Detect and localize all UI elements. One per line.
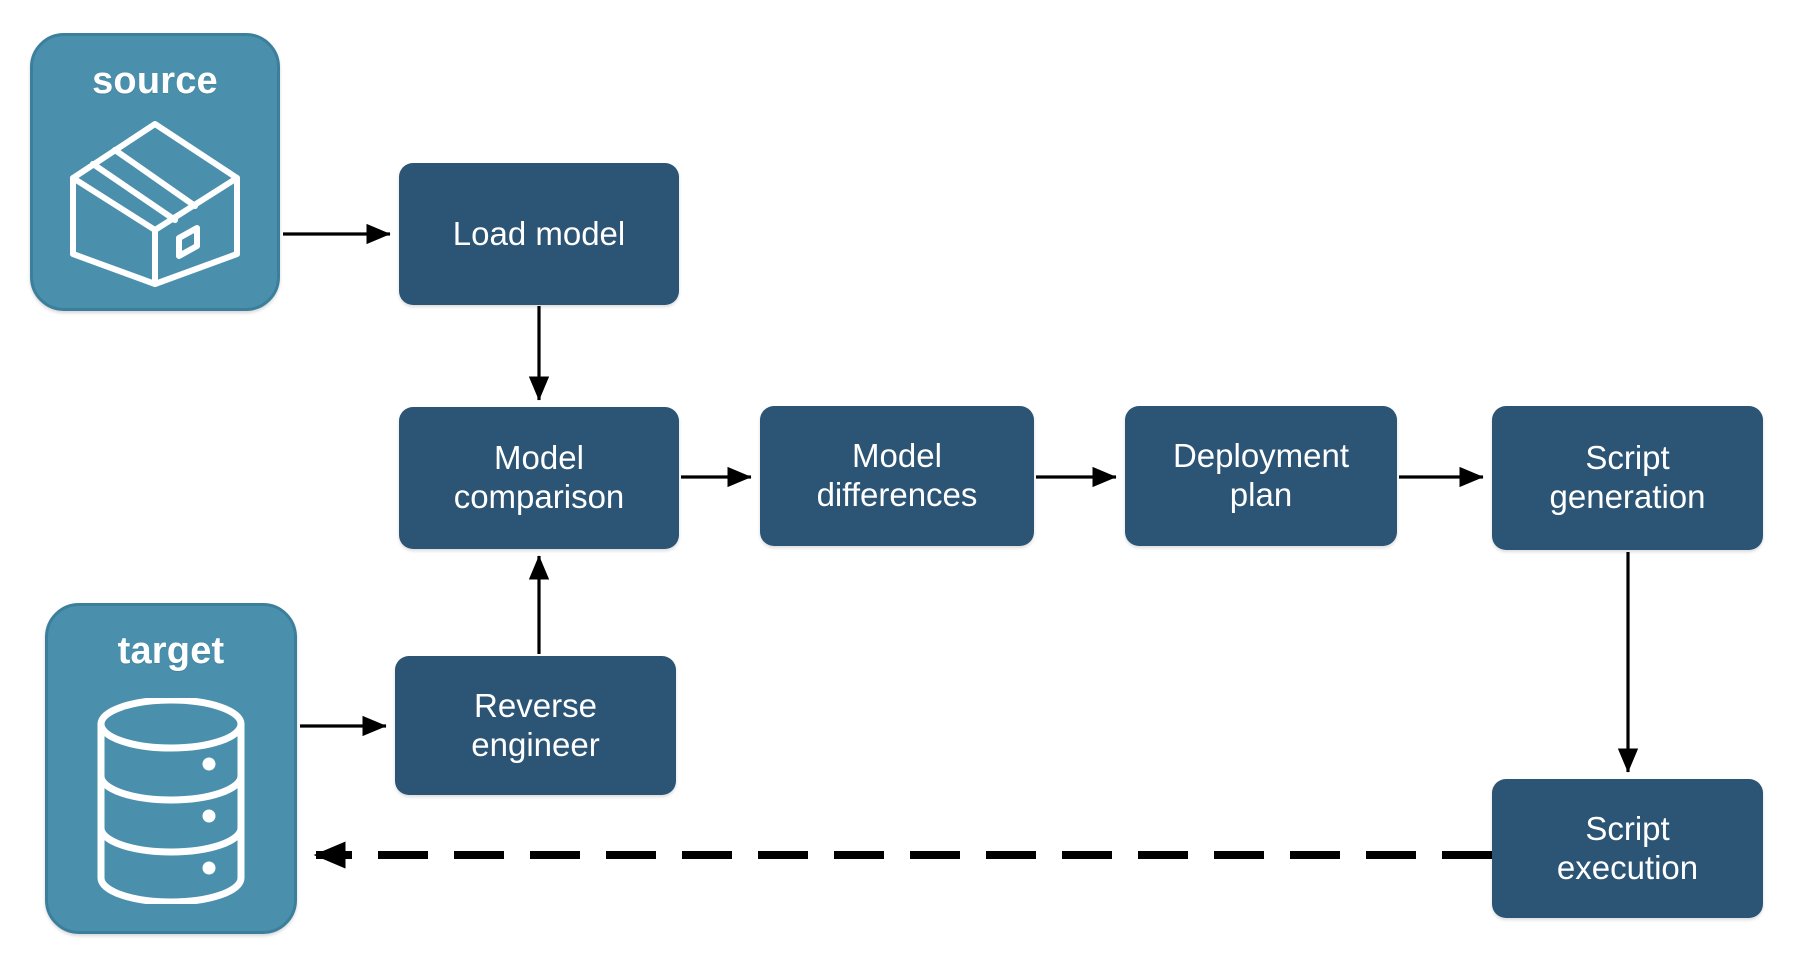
process-box-deployment-plan[interactable]: Deployment plan bbox=[1125, 406, 1397, 546]
process-box-reverse-engineer[interactable]: Reverse engineer bbox=[395, 656, 676, 795]
process-label-script-generation: Script generation bbox=[1549, 439, 1706, 515]
process-label-reverse-engineer: Reverse engineer bbox=[471, 686, 600, 763]
process-box-model-comparison[interactable]: Model comparison bbox=[399, 407, 679, 549]
process-label-deployment-plan: Deployment plan bbox=[1172, 437, 1350, 513]
package-box-icon bbox=[33, 100, 277, 308]
endpoint-label-target: target bbox=[117, 630, 225, 672]
process-label-script-execution: Script execution bbox=[1556, 809, 1699, 886]
process-box-script-generation[interactable]: Script generation bbox=[1492, 406, 1763, 550]
endpoint-label-source: source bbox=[92, 60, 218, 102]
database-cylinder-icon bbox=[48, 670, 294, 931]
process-label-model-differences: Model differences bbox=[816, 437, 978, 513]
process-box-load-model[interactable]: Load model bbox=[399, 163, 679, 305]
endpoint-card-source[interactable]: source bbox=[30, 33, 280, 311]
process-box-model-differences[interactable]: Model differences bbox=[760, 406, 1034, 546]
process-label-load-model: Load model bbox=[452, 214, 626, 252]
endpoint-card-target[interactable]: target bbox=[45, 603, 297, 934]
process-label-model-comparison: Model comparison bbox=[453, 439, 625, 515]
process-box-script-execution[interactable]: Script execution bbox=[1492, 779, 1763, 918]
